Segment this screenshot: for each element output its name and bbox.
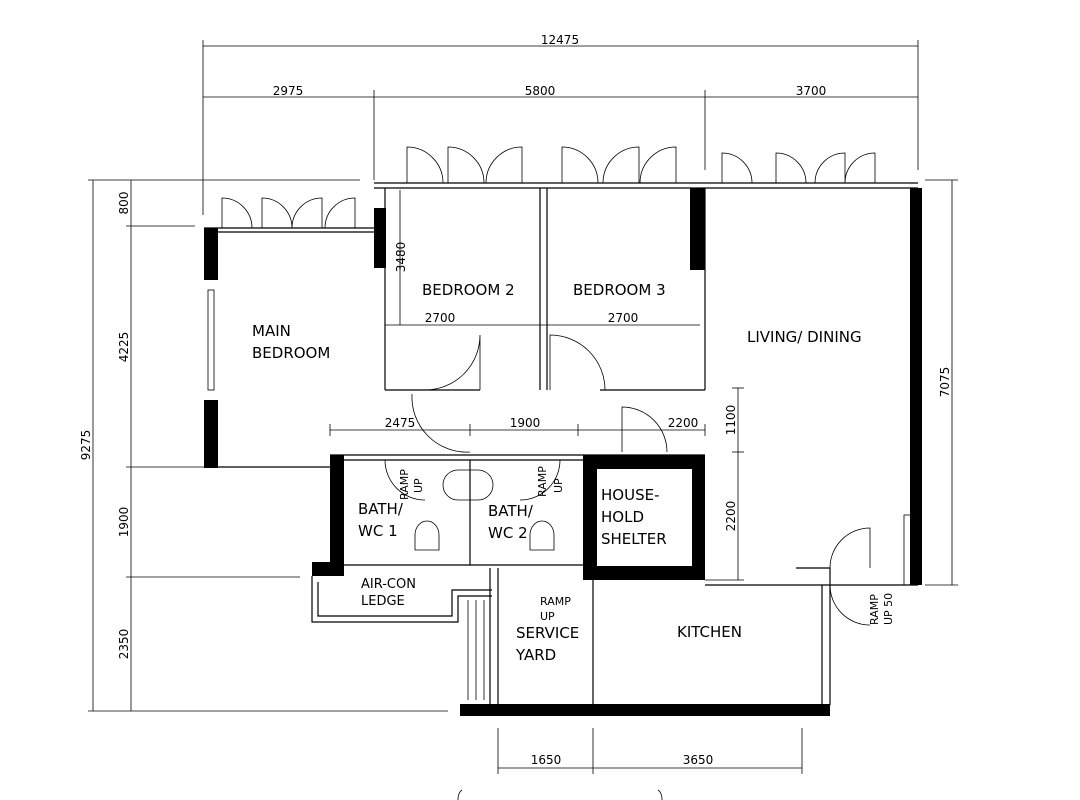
ramp-service-line1: RAMP [540, 595, 571, 608]
room-living-dining: LIVING/ DINING [747, 328, 862, 346]
room-aircon-line1: AIR-CON [361, 577, 416, 592]
dim-bedroom3-width: 2700 [608, 311, 639, 325]
bottom-bracket [457, 789, 663, 800]
doors [384, 334, 871, 626]
walls [204, 182, 922, 716]
room-service-line2: YARD [515, 646, 556, 664]
dim-bedroom-depth: 3480 [394, 242, 408, 273]
room-main-bedroom-line2: BEDROOM [252, 344, 330, 362]
dim-middle-3: 2200 [668, 416, 699, 430]
ramp-entrance-line1: RAMP [868, 594, 881, 625]
room-bath2-line1: BATH/ [488, 502, 534, 520]
dim-shelter-1: 1100 [724, 405, 738, 436]
dim-left-3: 1900 [117, 507, 131, 538]
room-bedroom2: BEDROOM 2 [422, 281, 515, 299]
dim-left-4: 2350 [117, 629, 131, 660]
dim-overall-width: 12475 [541, 33, 579, 47]
dim-left-1: 800 [117, 192, 131, 215]
dim-bedroom2-width: 2700 [425, 311, 456, 325]
windows [221, 146, 876, 229]
room-shelter-line2: HOLD [601, 508, 644, 526]
dim-top-3: 3700 [796, 84, 827, 98]
ramp-bath2-line1: RAMP [536, 466, 549, 497]
dim-left-2: 4225 [117, 332, 131, 363]
dim-middle-2: 1900 [510, 416, 541, 430]
dim-bottom-2: 3650 [683, 753, 714, 767]
ramp-bath1-line2: UP [412, 478, 425, 493]
room-bedroom3: BEDROOM 3 [573, 281, 666, 299]
dim-middle-1: 2475 [385, 416, 416, 430]
ramp-bath1-line1: RAMP [398, 469, 411, 500]
dim-right: 7075 [938, 367, 952, 398]
dim-left-overall: 9275 [79, 430, 93, 461]
room-bath1-line2: WC 1 [358, 522, 398, 540]
dim-top-2: 5800 [525, 84, 556, 98]
room-bath1-line1: BATH/ [358, 500, 404, 518]
room-bath2-line2: WC 2 [488, 524, 528, 542]
dim-shelter-2: 2200 [724, 501, 738, 532]
dim-bottom-1: 1650 [531, 753, 562, 767]
ramp-bath2-line2: UP [552, 478, 565, 493]
ramp-service-line2: UP [540, 610, 555, 623]
room-kitchen: KITCHEN [677, 623, 742, 641]
room-service-line1: SERVICE [516, 624, 579, 642]
dimension-lines [88, 40, 958, 774]
room-aircon-line2: LEDGE [361, 594, 405, 609]
room-main-bedroom-line1: MAIN [252, 322, 291, 340]
room-shelter-line1: HOUSE- [601, 486, 659, 504]
dim-top-1: 2975 [273, 84, 304, 98]
ramp-entrance-line2: UP 50 [882, 593, 895, 625]
room-shelter-line3: SHELTER [601, 530, 667, 548]
